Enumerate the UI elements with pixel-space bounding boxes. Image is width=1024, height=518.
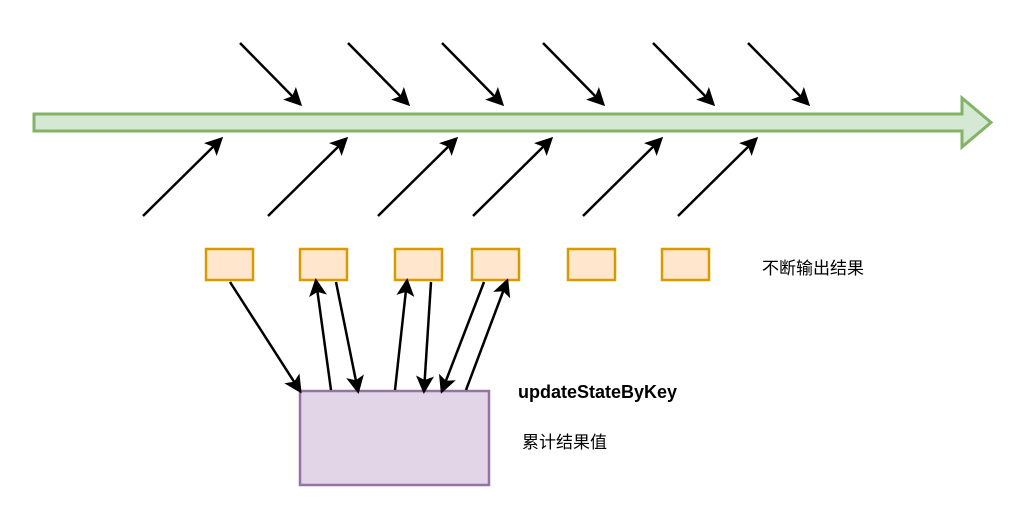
operation-label: updateStateByKey bbox=[518, 382, 678, 402]
state-store-box bbox=[298, 389, 491, 487]
state-link-arrow bbox=[415, 281, 434, 394]
state-link-arrow bbox=[393, 278, 415, 391]
incoming-event-arrow-above bbox=[347, 42, 411, 107]
incoming-event-arrow-below bbox=[377, 136, 459, 217]
incoming-event-arrow-above bbox=[542, 42, 606, 107]
incoming-event-arrow-below bbox=[582, 136, 664, 217]
state-link-arrow bbox=[464, 278, 511, 391]
state-link-arrow bbox=[438, 281, 486, 394]
output-batch-box bbox=[393, 247, 444, 282]
incoming-event-arrow-above bbox=[652, 42, 716, 107]
incoming-event-arrow-above bbox=[441, 42, 505, 107]
state-link-arrow bbox=[334, 281, 364, 394]
incoming-event-arrow-below bbox=[472, 136, 554, 217]
state-link-arrow bbox=[228, 281, 302, 394]
accumulated-value-label: 累计结果值 bbox=[522, 433, 607, 453]
output-batch-box bbox=[660, 247, 711, 282]
incoming-event-arrow-below bbox=[142, 136, 224, 217]
incoming-event-arrow-below bbox=[677, 136, 759, 217]
incoming-event-arrow-below bbox=[267, 136, 349, 217]
data-stream-arrow bbox=[32, 94, 994, 151]
output-batch-box bbox=[204, 247, 255, 282]
incoming-event-arrow-above bbox=[747, 42, 811, 107]
output-batch-box bbox=[566, 247, 617, 282]
incoming-event-arrow-above bbox=[239, 42, 303, 107]
output-batch-box bbox=[298, 247, 349, 282]
state-link-arrow bbox=[309, 278, 333, 391]
continuous-output-label: 不断输出结果 bbox=[762, 259, 864, 279]
output-batch-box bbox=[470, 247, 521, 282]
